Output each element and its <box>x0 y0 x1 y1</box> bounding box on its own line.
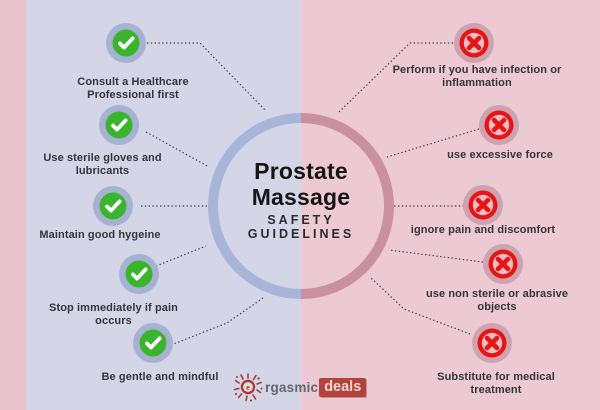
dont-item-label: ignore pain and discomfort <box>410 224 556 236</box>
do-item-label: Maintain good hygeine <box>39 229 161 241</box>
check-icon <box>99 105 139 145</box>
do-item-label: Be gentle and mindful <box>101 371 219 383</box>
cross-icon <box>483 244 523 284</box>
check-icon <box>119 254 159 294</box>
dont-item-label: Perform if you have infection or inflamm… <box>392 64 562 89</box>
logo-deals-badge: deals <box>319 377 367 397</box>
subtitle-line-2: GUIDELINES <box>247 226 355 241</box>
logo-burst-o-icon: e <box>233 373 263 402</box>
brand-logo: e rgasmic deals <box>232 371 367 403</box>
cross-icon <box>463 185 503 225</box>
do-item-label: Consult a Healthcare Professional first <box>77 76 189 101</box>
left-edge-strip <box>0 0 26 410</box>
title-line-2: Massage <box>251 184 351 210</box>
title-line-1: Prostate <box>254 158 348 184</box>
logo-wordmark: rgasmic <box>265 379 319 395</box>
connector-dont-4 <box>388 249 484 263</box>
cross-icon <box>454 23 494 63</box>
dont-item-label: use non sterile or abrasive objects <box>425 288 569 313</box>
dont-item-label: use excessive force <box>447 149 553 161</box>
dont-item-label: Substitute for medical treatment <box>437 371 555 396</box>
svg-text:e: e <box>246 382 250 392</box>
do-item-label: Stop immediately if pain occurs <box>49 302 178 327</box>
check-icon <box>133 323 173 363</box>
check-icon <box>93 186 133 226</box>
cross-icon <box>472 323 512 363</box>
center-title-block: Prostate Massage SAFETY GUIDELINES <box>191 158 411 241</box>
subtitle-line-1: SAFETY <box>267 213 335 227</box>
cross-icon <box>479 105 519 145</box>
do-item-label: Use sterile gloves and lubricants <box>43 152 162 177</box>
check-icon <box>106 23 146 63</box>
